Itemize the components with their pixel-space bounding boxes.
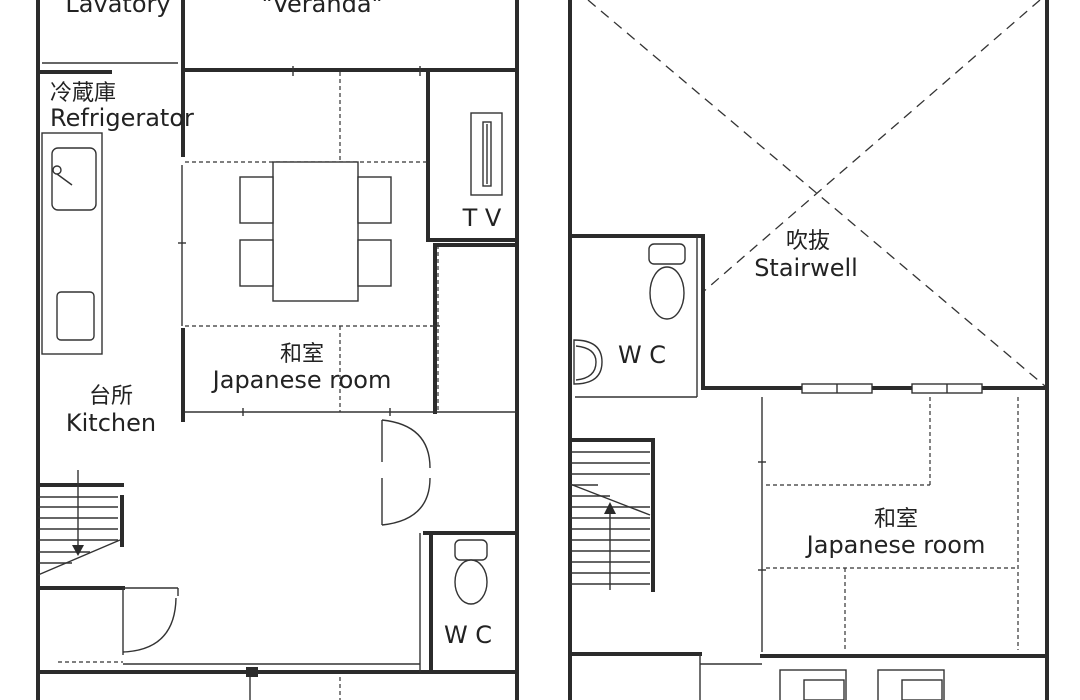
- chair: [239, 176, 274, 224]
- stairwell-label-jp: 吹抜: [786, 229, 830, 254]
- toilet-icon: [454, 539, 488, 605]
- wc-label: W C: [444, 621, 492, 649]
- lavatory-label: Lavatory: [65, 0, 170, 18]
- stairwell-void: [587, 0, 1049, 390]
- japanese-room2-label: Japanese room: [805, 531, 986, 559]
- refrigerator-label-jp: 冷蔵庫: [50, 81, 116, 106]
- chair: [357, 176, 392, 224]
- japanese-room-label: Japanese room: [211, 366, 392, 394]
- right-floor: 吹抜 Stairwell W C 和室 Japanese room: [568, 0, 1049, 700]
- kitchen-label-jp: 台所: [89, 384, 133, 409]
- arrow-down-icon: [72, 545, 84, 556]
- dining-table: [272, 161, 359, 302]
- stairs-down: [36, 470, 124, 576]
- left-floor: Lavatory "Veranda" 冷蔵庫 Refrigerator T V …: [36, 0, 519, 700]
- chair: [239, 239, 274, 287]
- kitchen-label: Kitchen: [66, 409, 156, 437]
- arrow-up-icon: [604, 502, 616, 514]
- double-door: [381, 419, 431, 526]
- japanese-room2-label-jp: 和室: [874, 507, 918, 532]
- sink: [51, 147, 97, 211]
- wc2-label: W C: [618, 341, 666, 369]
- japanese-room-label-jp: 和室: [280, 342, 324, 367]
- veranda-label: "Veranda": [261, 0, 382, 18]
- stairs-up: [568, 438, 655, 592]
- toilet-icon: [648, 243, 686, 320]
- stairwell-label: Stairwell: [754, 254, 858, 282]
- tv-label: T V: [462, 204, 502, 232]
- stove: [56, 291, 95, 341]
- chair: [357, 239, 392, 287]
- entrance-door: [122, 597, 177, 653]
- sink-icon: [573, 339, 603, 385]
- refrigerator-label: Refrigerator: [50, 104, 194, 132]
